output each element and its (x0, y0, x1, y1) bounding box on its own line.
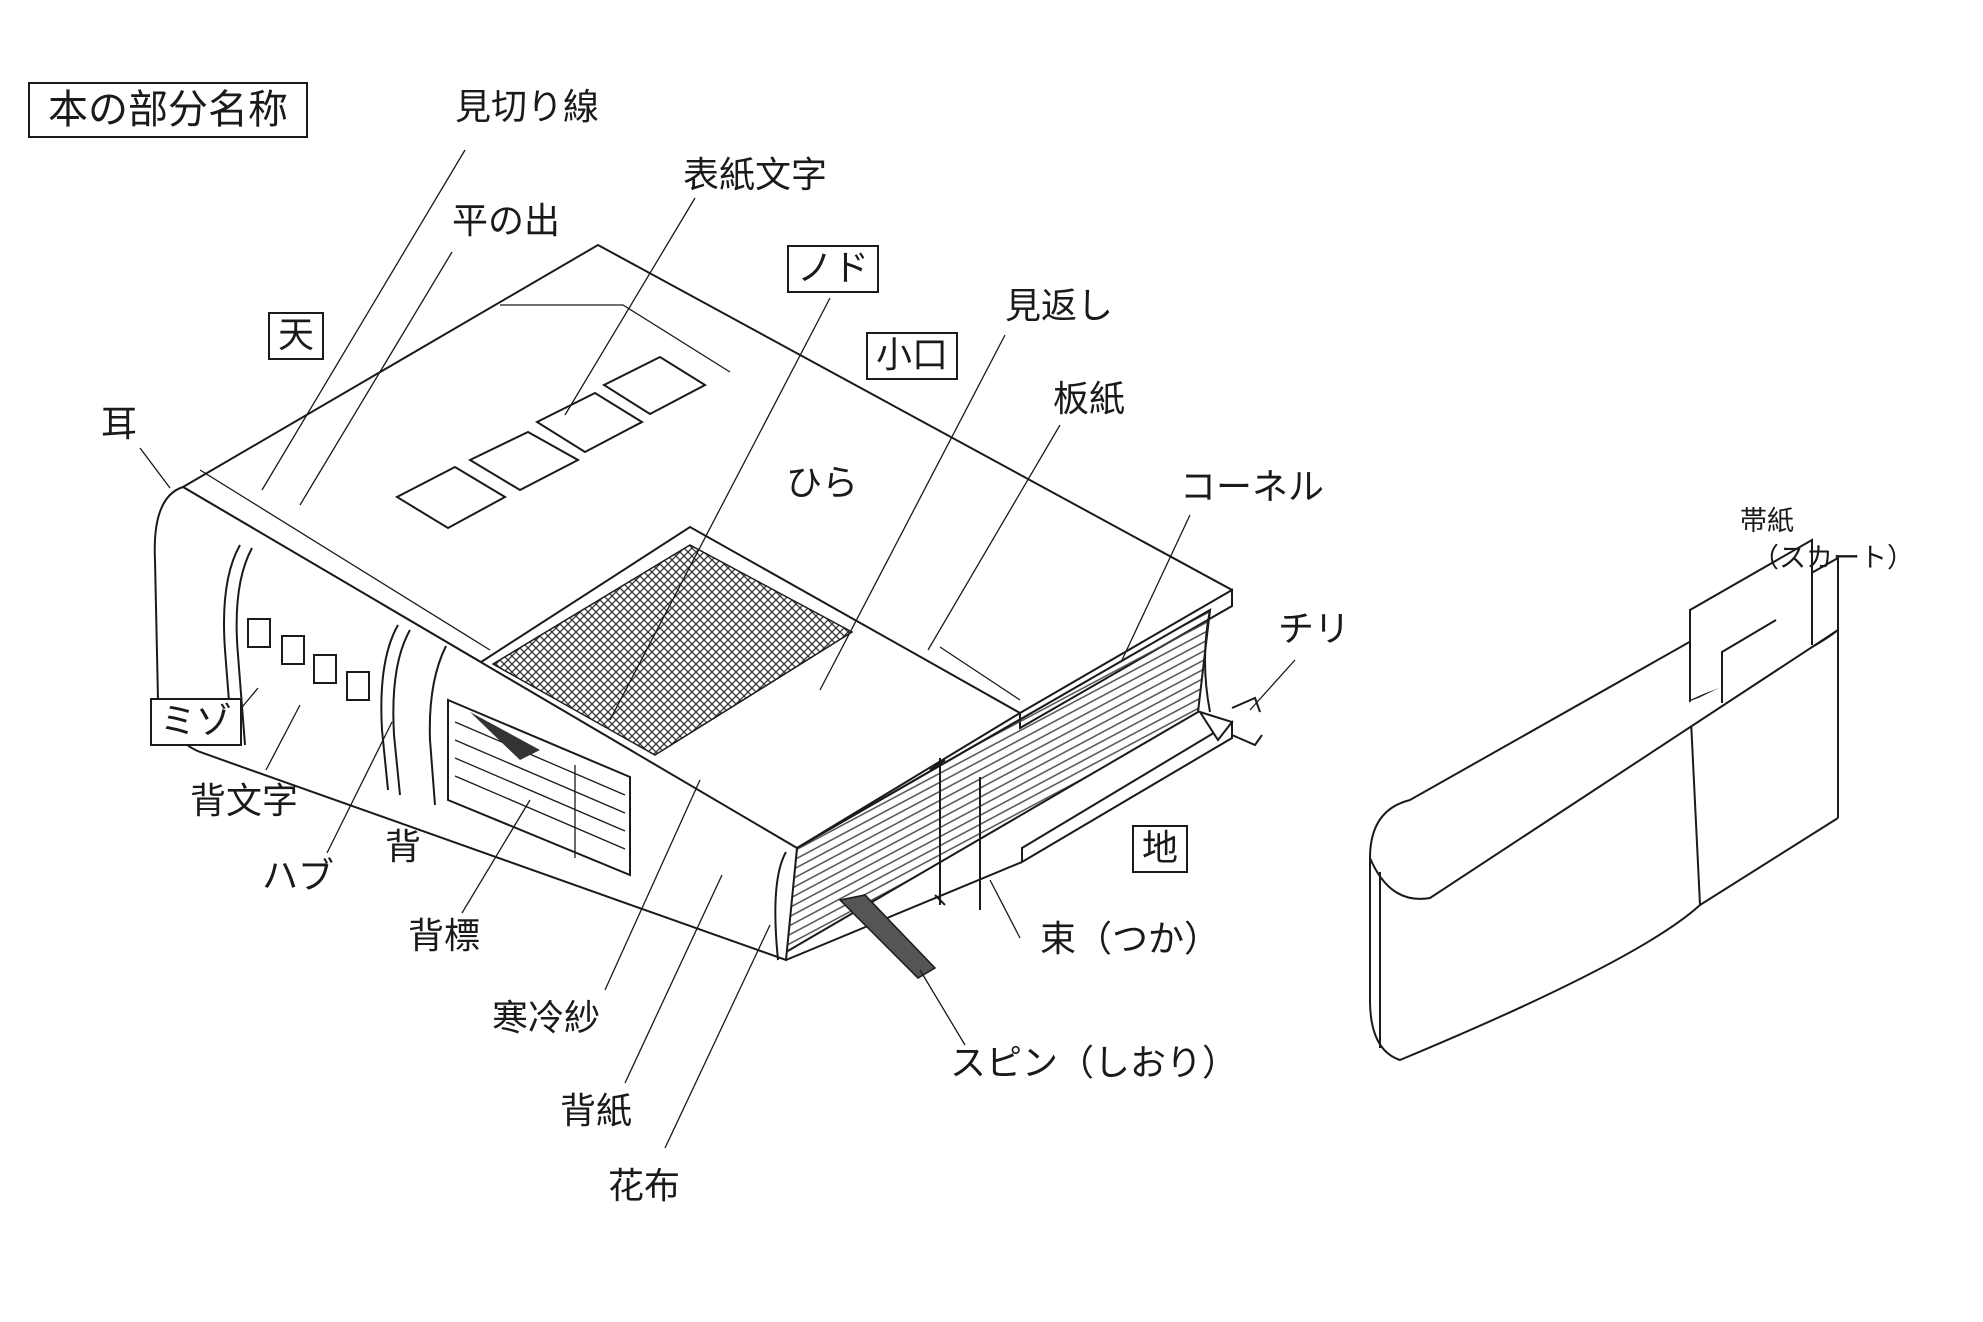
cover-title-boxes (394, 355, 708, 530)
label-sehyo: 背標 (408, 916, 481, 957)
chiri-marker (1231, 696, 1263, 747)
label-mikiri-sen: 見切り線 (455, 87, 600, 128)
leader-lines (139, 149, 1296, 1149)
label-itagami: 板紙 (1053, 379, 1126, 420)
spine-lettering-boxes (247, 618, 370, 701)
fold-line (500, 304, 731, 373)
label-se-moji: 背文字 (190, 781, 299, 822)
bottom-board (1021, 720, 1233, 864)
label-obigami-sub: （スカート） (1752, 543, 1914, 574)
label-kanreisha: 寒冷紗 (492, 998, 601, 1039)
obi-paper (1369, 538, 1839, 1062)
label-hub: ハブ (262, 856, 335, 897)
label-mimi: 耳 (101, 404, 138, 445)
spine-band-1 (223, 544, 241, 741)
label-tsuka: 束（つか） (1040, 919, 1221, 960)
spine-band-2 (380, 624, 399, 791)
label-spin: スピン（しおり） (950, 1043, 1239, 1084)
label-segami: 背紙 (560, 1091, 633, 1132)
page-title: 本の部分名称 (28, 82, 308, 138)
headband (774, 851, 787, 961)
label-koguchi: 小口 (866, 332, 959, 380)
label-nodo: ノド (787, 245, 880, 293)
spine-label (447, 698, 631, 877)
label-mizo: ミゾ (150, 698, 243, 746)
label-se: 背 (385, 827, 422, 868)
thickness-arrow (929, 758, 981, 910)
label-chiri: チリ (1278, 609, 1351, 650)
label-obigami: 帯紙 (1740, 506, 1794, 537)
label-kikaeshi: 見返し (1005, 286, 1114, 327)
label-hyoshi-moji: 表紙文字 (683, 155, 828, 196)
label-ten: 天 (268, 312, 325, 360)
kanreisha-mesh (491, 544, 854, 756)
label-hira: ひら (786, 463, 859, 504)
label-hira-no-de: 平の出 (452, 201, 561, 242)
label-corner: コーネル (1180, 467, 1325, 508)
label-hanagire: 花布 (608, 1166, 681, 1207)
book-illustration (153, 243, 1263, 979)
spin-ribbon (838, 894, 937, 979)
label-chi: 地 (1132, 825, 1189, 873)
